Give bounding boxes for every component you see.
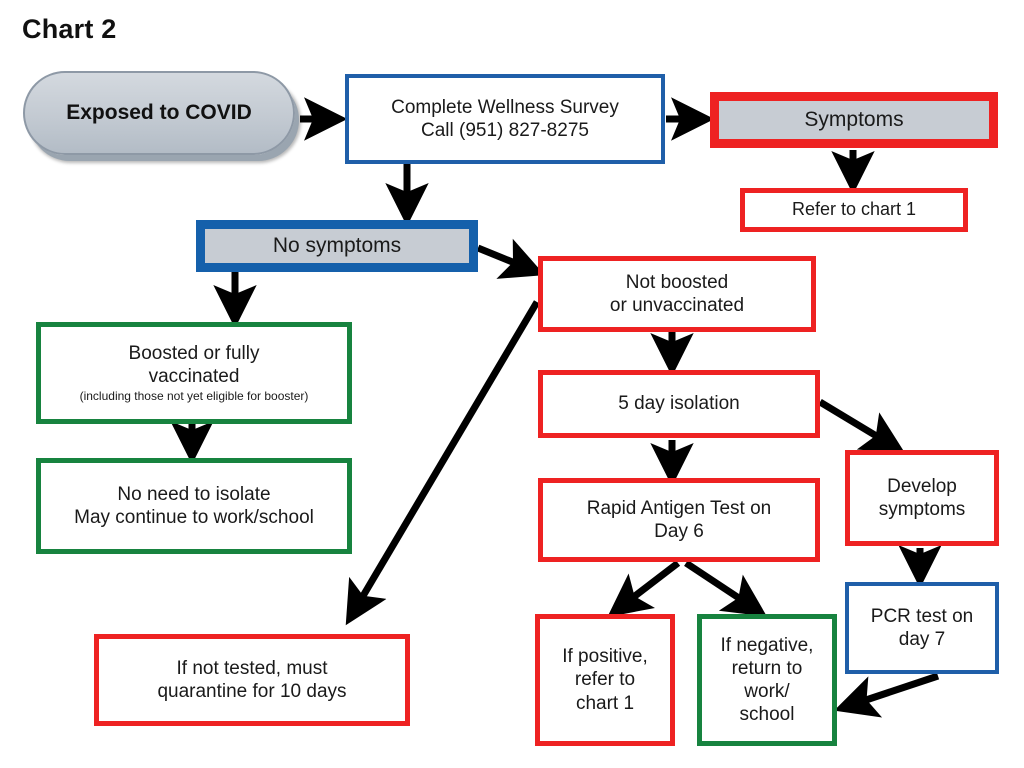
node-label: If not tested, must quarantine for 10 da… [157, 657, 347, 702]
edge-rapid-test-to-if-negative [684, 560, 768, 617]
edge-five-day-to-develop-symptoms [818, 399, 906, 454]
page-title: Chart 2 [22, 14, 117, 44]
node-sublabel: (including those not yet eligible for bo… [79, 389, 309, 404]
edge-no-symptoms-to-not-boosted [476, 238, 545, 279]
node-label: Not boosted or unvaccinated [609, 271, 745, 316]
node-label: If negative, return to work/ school [720, 634, 814, 726]
node-label: Complete Wellness Survey Call (951) 827-… [391, 96, 619, 141]
node-complete-wellness-survey[interactable]: Complete Wellness Survey Call (951) 827-… [345, 74, 665, 164]
node-if-not-tested-quarantine[interactable]: If not tested, must quarantine for 10 da… [94, 634, 410, 726]
node-rapid-antigen-test[interactable]: Rapid Antigen Test on Day 6 [538, 478, 820, 562]
node-refer-to-chart-1-top[interactable]: Refer to chart 1 [740, 188, 968, 232]
node-label: No symptoms [272, 234, 402, 258]
node-no-need-to-isolate[interactable]: No need to isolate May continue to work/… [36, 458, 352, 554]
node-label: Rapid Antigen Test on Day 6 [586, 497, 772, 542]
node-5-day-isolation[interactable]: 5 day isolation [538, 370, 820, 438]
node-exposed-to-covid[interactable]: Exposed to COVID [23, 71, 295, 155]
node-not-boosted-or-unvaccinated[interactable]: Not boosted or unvaccinated [538, 256, 816, 332]
node-label: Symptoms [804, 108, 904, 132]
node-no-symptoms[interactable]: No symptoms [196, 220, 478, 272]
node-label: 5 day isolation [618, 393, 740, 415]
edge-pcr-test-to-if-negative [834, 672, 940, 718]
node-pcr-test-on-day-7[interactable]: PCR test on day 7 [845, 582, 999, 674]
node-label: Boosted or fully vaccinated [128, 343, 260, 388]
node-label: No need to isolate May continue to work/… [74, 483, 314, 528]
node-label: Refer to chart 1 [791, 199, 917, 220]
node-label: PCR test on day 7 [870, 605, 974, 650]
edge-rapid-test-to-if-positive [607, 560, 681, 618]
node-develop-symptoms[interactable]: Develop symptoms [845, 450, 999, 546]
node-boosted-or-fully-vaccinated[interactable]: Boosted or fully vaccinated (including t… [36, 322, 352, 424]
node-if-positive-refer-to-chart-1[interactable]: If positive, refer to chart 1 [535, 614, 675, 746]
edge-not-boosted-to-not-tested [345, 300, 541, 626]
node-symptoms[interactable]: Symptoms [710, 92, 998, 148]
node-if-negative-return-to-work[interactable]: If negative, return to work/ school [697, 614, 837, 746]
node-label: Exposed to COVID [66, 101, 252, 124]
node-label: Develop symptoms [878, 475, 966, 520]
node-label: If positive, refer to chart 1 [562, 646, 648, 714]
